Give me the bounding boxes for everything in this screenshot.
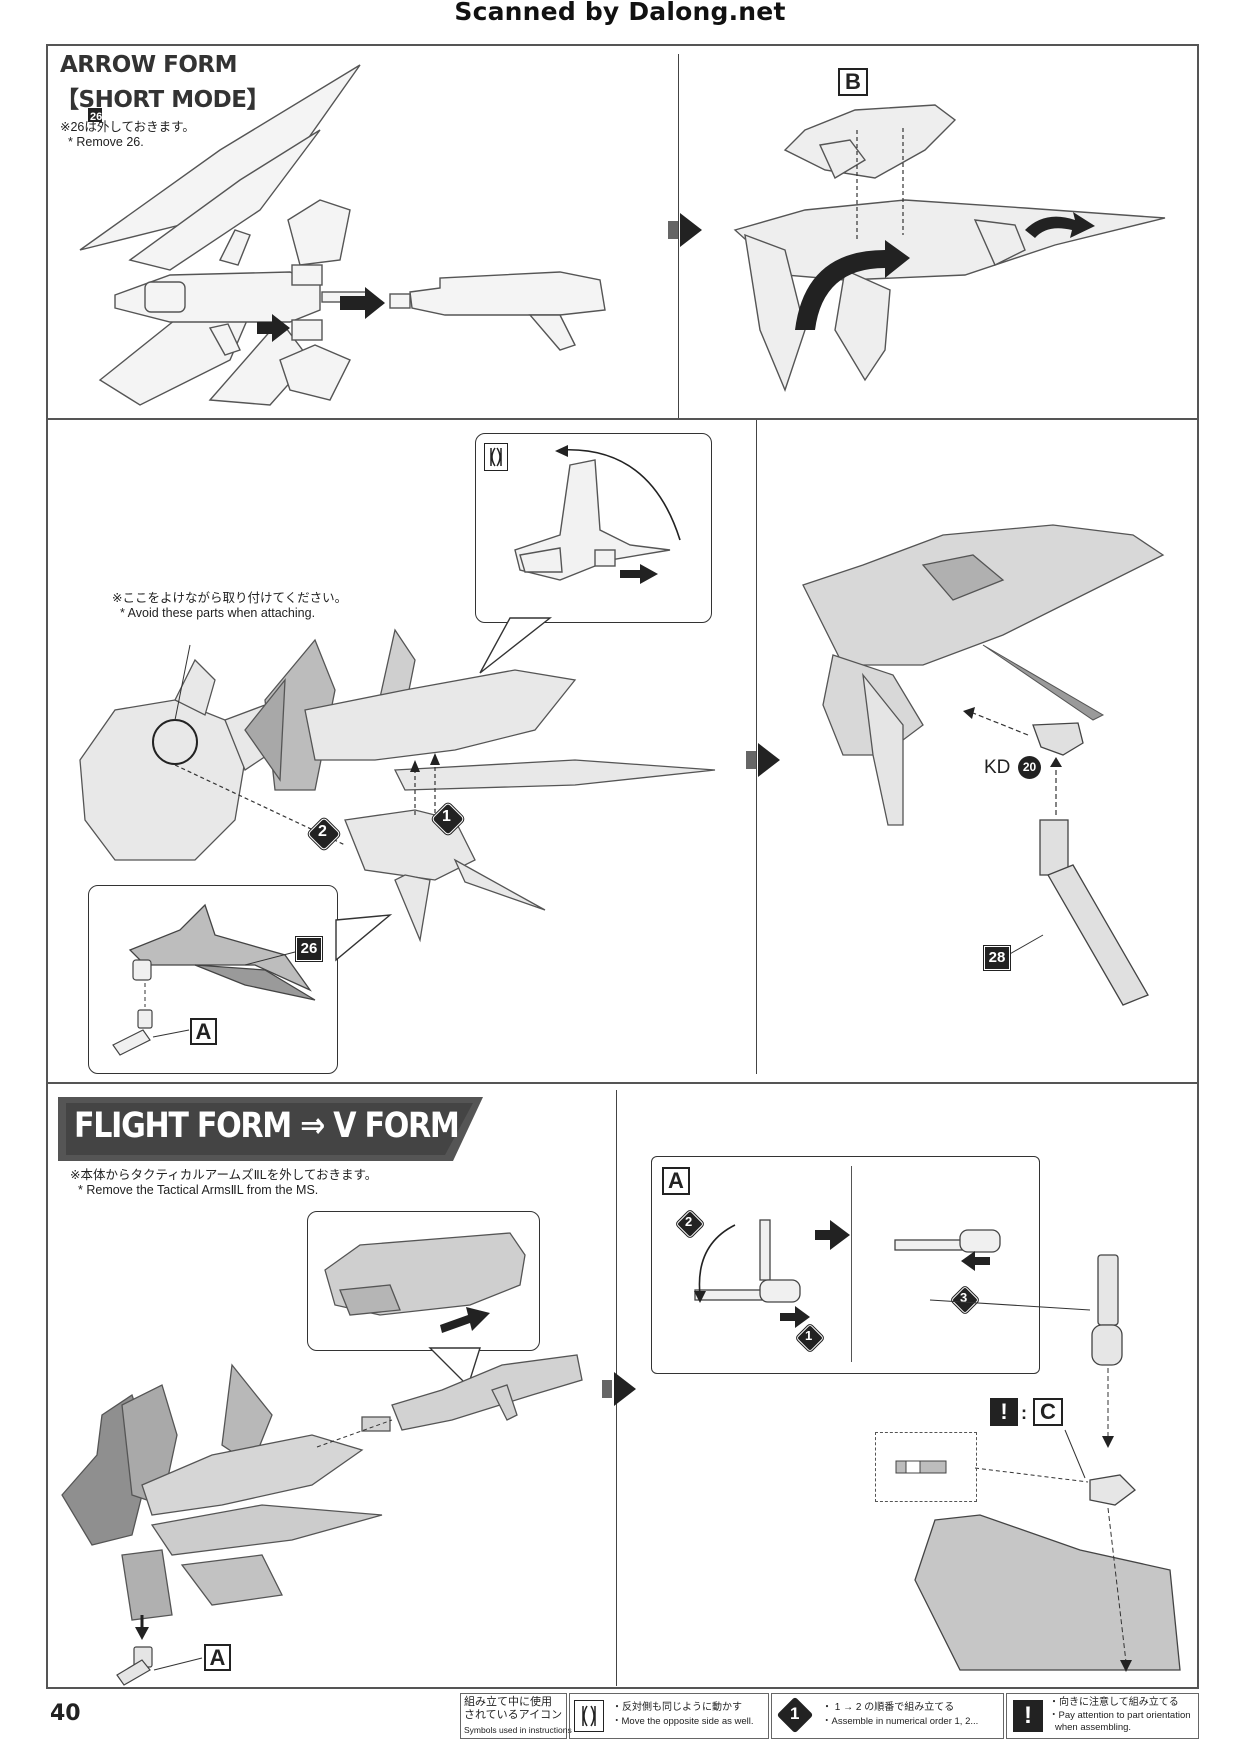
legend-order-box: 1 ・ 1 → 2 の順番で組み立てる ・Assemble in numeric… [771,1693,1004,1739]
scan-credit: Scanned by Dalong.net [454,0,786,26]
col-divider-1 [678,54,679,418]
avoid-parts-note-jp: ※ここをよけながら取り付けてください。 [112,591,348,605]
row-divider-1 [46,418,1199,420]
next-step-arrow-icon [746,743,780,777]
step-1-label: 1 [442,808,451,825]
part-28-badge: 28 [983,945,1011,971]
part-c-label: C [1033,1398,1063,1426]
step-2-label: 2 [318,823,327,840]
svg-text:26: 26 [90,111,102,123]
next-step-arrow-icon [668,213,702,247]
rot-step-1-label: 1 [805,1328,813,1343]
remove-tactical-arms-note-en: * Remove the Tactical ArmsⅡL from the MS… [78,1183,319,1197]
part-a-label: A [190,1018,217,1045]
kd20-assembly-illustration [802,524,1165,1006]
flight-form-banner-bg [58,1097,483,1161]
ship-assembly-illustration [733,104,1166,392]
mirror-icon [574,1700,604,1732]
part-a-label-bottom: A [204,1644,231,1671]
legend-orient-en-1: ・Pay attention to part orientation [1049,1710,1191,1721]
v-form-removal-illustration [61,1354,583,1686]
part-b-label: B [838,68,868,96]
part-26-badge: 26 [295,936,323,962]
joint-c-assembly-illustration [914,1254,1181,1672]
remove-26-note-jp: ※26は外しておきます。 [60,120,195,134]
attention-icon: ! [990,1398,1018,1426]
avoid-parts-note: ※ここをよけながら取り付けてください。 * Avoid these parts … [112,591,347,621]
legend-heading-box: 組み立て中に使用 されているアイコン Symbols used in instr… [460,1693,572,1739]
step-order-icon-num: 1 [790,1704,800,1723]
col-divider-2 [756,420,757,1074]
legend-heading-jp-2: されているアイコン [464,1709,563,1721]
remove-26-note: ※26は外しておきます。 * Remove 26. [60,120,195,150]
remove-tactical-arms-note: ※本体からタクティカルアームズⅡLを外しておきます。 * Remove the … [70,1168,377,1198]
row-divider-2 [46,1082,1199,1084]
part-26-illustration [112,903,316,1056]
legend-heading-en: Symbols used in instructions [464,1725,572,1735]
sword-callout-pointer [428,1347,481,1388]
rot-step-3-label: 3 [960,1290,968,1305]
remove-26-note-en: * Remove 26. [68,135,144,149]
flight-form-title: FLIGHT FORM ⇒ V FORM [74,1106,460,1146]
wing-rotate-illustration [514,445,681,584]
avoid-parts-note-en: * Avoid these parts when attaching. [120,606,316,620]
sword-slide-illustration [324,1232,526,1333]
legend-order-jp: ・ 1 → 2 の順番で組み立てる [822,1702,955,1713]
mobile-suit-attach-illustration [79,628,716,943]
legend-order-en: ・Assemble in numerical order 1, 2... [822,1716,979,1727]
joint-rotation-illustration [694,1219,1001,1328]
page-number: 40 [50,1701,81,1726]
legend-orient-jp: ・向きに注意して組み立てる [1049,1697,1179,1708]
rotation-box-divider [851,1166,852,1362]
legend-mirror-jp: ・反対側も同じように動かす [612,1702,742,1713]
callout-pointer [479,617,553,674]
part-a-box-label: A [662,1167,690,1195]
kd-number-badge: 20 [1018,756,1041,779]
legend-heading-jp-1: 組み立て中に使用 [464,1696,552,1708]
legend-mirror-box: ・反対側も同じように動かす ・Move the opposite side as… [569,1693,769,1739]
mirror-icon [484,443,508,471]
arrow-form-title: ARROW FORM [60,52,238,78]
joint-detail-inset [875,1432,977,1502]
legend-orient-en-2: when assembling. [1055,1722,1132,1733]
legend-mirror-en: ・Move the opposite side as well. [612,1716,754,1727]
arrow-form-illustration: 26 [79,64,606,406]
next-step-arrow-icon [602,1372,636,1406]
kd-label: KD [984,757,1011,778]
legend-orient-box: ! ・向きに注意して組み立てる ・Pay attention to part o… [1006,1693,1199,1739]
page-frame [46,44,1199,1689]
attention-icon: ! [1013,1700,1043,1732]
rot-step-2-label: 2 [685,1214,693,1229]
colon-separator: : [1021,1403,1027,1423]
callout-pointer-bottom [335,914,393,962]
remove-tactical-arms-note-jp: ※本体からタクティカルアームズⅡLを外しておきます。 [70,1168,378,1182]
